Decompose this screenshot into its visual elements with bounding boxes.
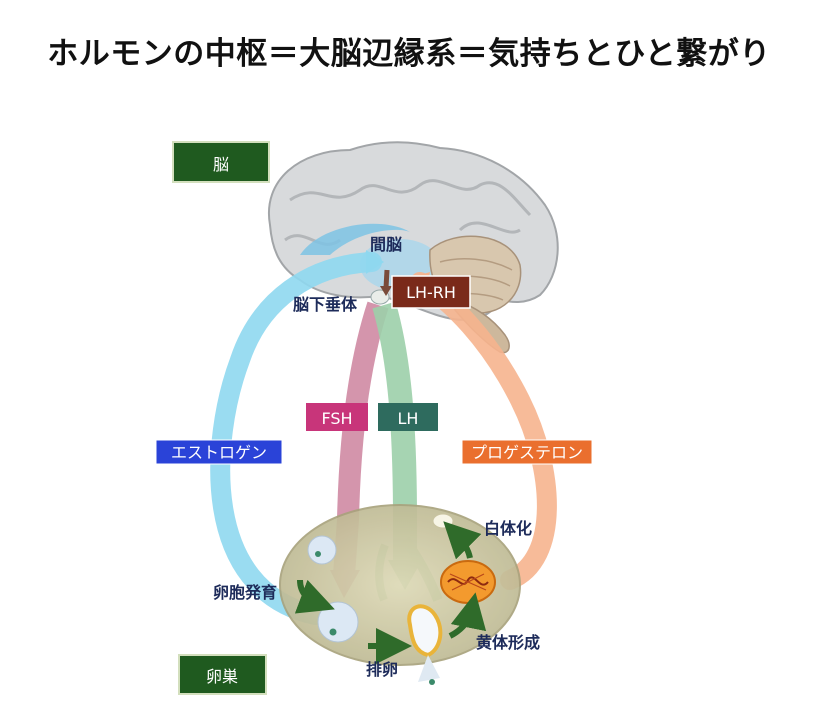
- progesterone-label: プロゲステロン: [471, 443, 583, 462]
- brain-illustration: [267, 141, 559, 354]
- albicans-label: 白体化: [484, 519, 532, 538]
- page-title: ホルモンの中枢＝大脳辺縁系＝気持ちとひと繋がり: [47, 36, 771, 72]
- fsh-badge: FSH: [306, 403, 368, 431]
- pituitary-label: 脳下垂体: [293, 295, 358, 314]
- lhrh-label: LH-RH: [406, 283, 456, 302]
- estrogen-arrow: [210, 252, 382, 625]
- brain-section-label: 脳: [172, 141, 270, 183]
- brain-label-text: 脳: [213, 155, 229, 174]
- progesterone-badge: プロゲステロン: [461, 439, 593, 465]
- ovary-section-label: 卵巣: [178, 654, 267, 695]
- ovary-illustration: [279, 504, 521, 685]
- follicle-growth-label: 卵胞発育: [213, 583, 277, 602]
- lh-label: LH: [398, 409, 419, 428]
- fsh-label: FSH: [321, 409, 352, 428]
- corpus-luteum-label: 黄体形成: [476, 633, 540, 652]
- interbrain-label: 間脳: [370, 235, 402, 254]
- estrogen-label: エストロゲン: [171, 443, 267, 462]
- ovary-label-text: 卵巣: [206, 667, 238, 686]
- lh-badge: LH: [378, 403, 438, 431]
- ovulation-label: 排卵: [366, 660, 398, 679]
- lhrh-badge: LH-RH: [391, 275, 471, 309]
- estrogen-badge: エストロゲン: [155, 439, 283, 465]
